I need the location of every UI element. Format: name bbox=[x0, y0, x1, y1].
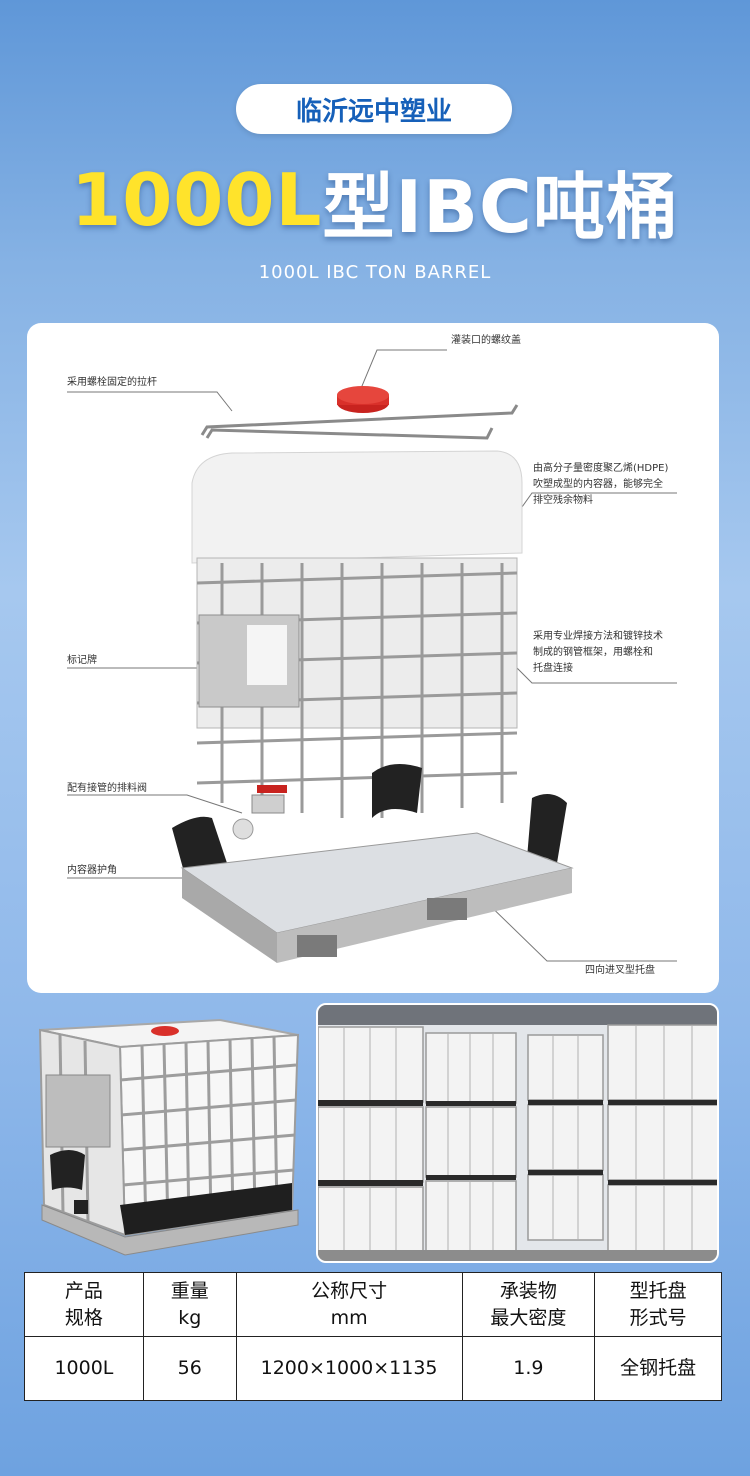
callout-frame-line: 采用专业焊接方法和镀锌技术 bbox=[533, 631, 663, 642]
header-line: 产品 bbox=[64, 1279, 103, 1302]
ibc-product-illustration bbox=[38, 1018, 300, 1256]
callout-corner-guard: 内容器护角 bbox=[67, 865, 117, 876]
title-capacity: 1000L bbox=[71, 158, 323, 242]
callout-cap: 灌装口的螺纹盖 bbox=[451, 335, 521, 346]
table-cell-density: 1.9 bbox=[461, 1336, 596, 1401]
callout-frame: 采用专业焊接方法和镀锌技术 制成的钢管框架，用螺栓和 托盘连接 bbox=[533, 629, 663, 677]
company-name: 临沂远中塑业 bbox=[295, 96, 452, 127]
warehouse-photo bbox=[316, 1003, 719, 1263]
table-header-cell: 型托盘 形式号 bbox=[594, 1272, 722, 1337]
table-header-cell: 产品 规格 bbox=[24, 1272, 144, 1337]
callout-plate: 标记牌 bbox=[67, 655, 97, 666]
product-photo bbox=[30, 1005, 306, 1260]
table-header-cell: 承装物 最大密度 bbox=[461, 1272, 596, 1337]
ibc-exploded-illustration bbox=[67, 349, 677, 963]
header-line: 重量 bbox=[170, 1279, 209, 1302]
warehouse-illustration bbox=[318, 1005, 717, 1261]
table-header-cell: 公称尺寸 mm bbox=[235, 1272, 463, 1337]
header-line: 承装物 bbox=[499, 1279, 557, 1302]
callout-inner-line: 由高分子量密度聚乙烯(HDPE) bbox=[533, 463, 669, 474]
header-line: 公称尺寸 bbox=[311, 1279, 388, 1302]
table-cell-weight: 56 bbox=[142, 1336, 237, 1401]
table-cell-spec: 1000L bbox=[24, 1336, 144, 1401]
callout-inner-container: 由高分子量密度聚乙烯(HDPE) 吹塑成型的内容器，能够完全 排空残余物料 bbox=[533, 461, 668, 509]
table-header-row: 产品 规格 重量 kg 公称尺寸 mm 承装物 最大密度 型托盘 形式号 bbox=[24, 1272, 722, 1337]
table-header-cell: 重量 kg bbox=[142, 1272, 237, 1337]
header-line: 最大密度 bbox=[490, 1306, 567, 1329]
header-line: 形式号 bbox=[629, 1306, 687, 1329]
table-row: 1000L 56 1200×1000×1135 1.9 全钢托盘 bbox=[24, 1336, 722, 1401]
header-line: 型托盘 bbox=[629, 1279, 687, 1302]
spec-table: 产品 规格 重量 kg 公称尺寸 mm 承装物 最大密度 型托盘 形式号 100… bbox=[24, 1272, 722, 1401]
callout-rod: 采用螺栓固定的拉杆 bbox=[67, 377, 157, 388]
callout-frame-line: 托盘连接 bbox=[533, 663, 573, 674]
title-product: 型IBC吨桶 bbox=[322, 164, 679, 249]
callout-pallet: 四向进叉型托盘 bbox=[585, 965, 655, 976]
callout-inner-line: 吹塑成型的内容器，能够完全 bbox=[533, 479, 663, 490]
table-cell-size: 1200×1000×1135 bbox=[235, 1336, 463, 1401]
header-line: mm bbox=[330, 1306, 368, 1329]
table-cell-pallet: 全钢托盘 bbox=[594, 1336, 722, 1401]
callout-valve: 配有接管的排料阀 bbox=[67, 783, 147, 794]
callout-inner-line: 排空残余物料 bbox=[533, 495, 593, 506]
callout-frame-line: 制成的钢管框架，用螺栓和 bbox=[533, 647, 653, 658]
header-line: kg bbox=[178, 1306, 202, 1329]
company-badge: 临沂远中塑业 bbox=[236, 84, 512, 134]
header-line: 规格 bbox=[64, 1306, 103, 1329]
page-subtitle: 1000L IBC TON BARREL bbox=[258, 262, 492, 283]
exploded-diagram: 灌装口的螺纹盖 采用螺栓固定的拉杆 由高分子量密度聚乙烯(HDPE) 吹塑成型的… bbox=[27, 323, 719, 993]
